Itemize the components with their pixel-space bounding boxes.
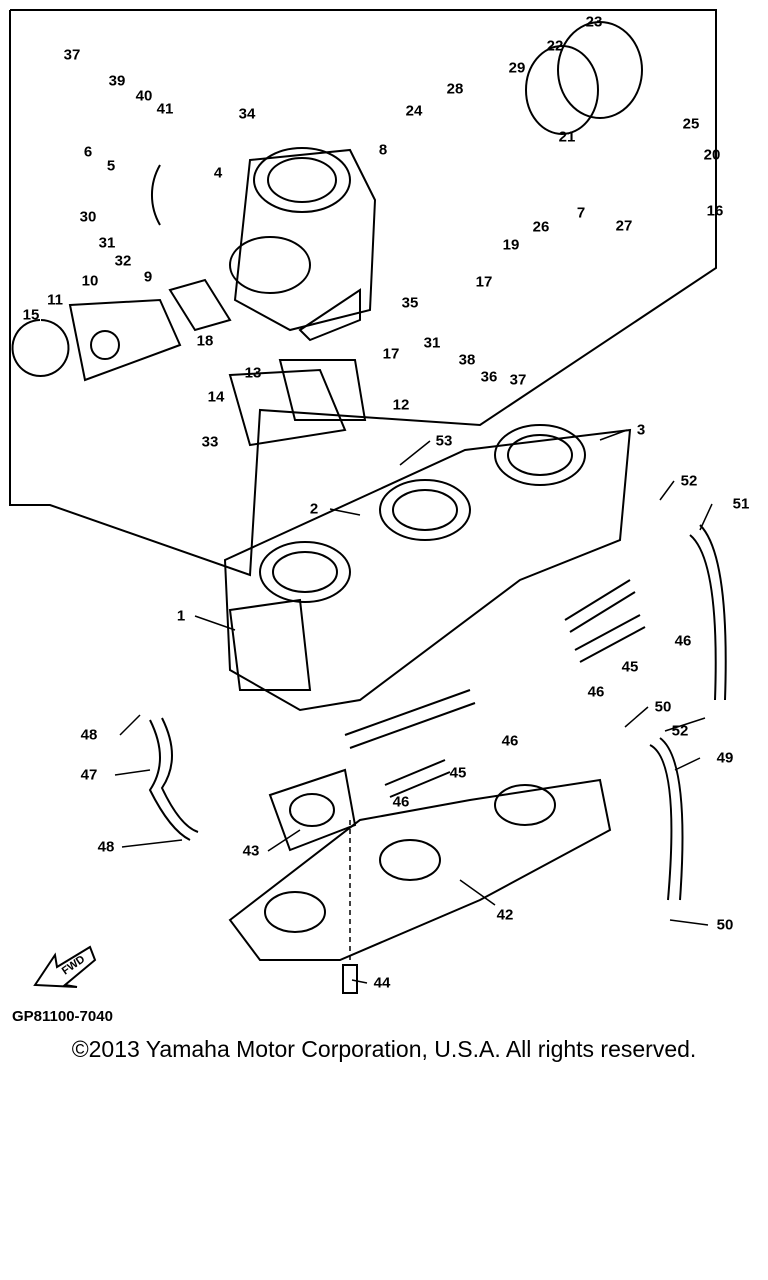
callout-number: 16 [706,202,724,220]
fwd-arrow-text: FWD [60,953,87,977]
diaphragm-parts [11,21,643,447]
callout-number: 40 [135,87,153,105]
callout-number: 24 [405,102,423,120]
callout-number: 37 [509,371,527,389]
callout-number: 2 [309,500,319,518]
callout-number: 42 [496,906,514,924]
gasket [268,768,357,852]
fuel-hoses [148,524,727,901]
callout-number: 48 [80,726,98,744]
intake-manifold [228,778,612,961]
callout-number: 46 [674,632,692,650]
callout-number: 27 [615,217,633,235]
callout-number: 44 [373,974,391,992]
callout-number: 33 [201,433,219,451]
callout-number: 23 [585,13,603,31]
callout-number: 53 [435,432,453,450]
callout-number: 9 [143,268,153,286]
callout-number: 35 [401,294,419,312]
callout-number: 15 [22,306,40,324]
callout-number: 6 [83,143,93,161]
callout-number: 48 [97,838,115,856]
detail-callout-border [9,9,717,577]
callout-number: 46 [392,793,410,811]
callout-number: 28 [446,80,464,98]
callout-number: 34 [238,105,256,123]
callout-number: 43 [242,842,260,860]
callout-number: 12 [392,396,410,414]
callout-number: 52 [671,722,689,740]
callout-number: 13 [244,364,262,382]
callout-number: 5 [106,157,116,175]
callout-number: 3 [636,421,646,439]
callout-number: 31 [423,334,441,352]
callout-number: 10 [81,272,99,290]
callout-number: 32 [114,252,132,270]
callout-number: 26 [532,218,550,236]
callout-number: 49 [716,749,734,767]
callout-number: 50 [716,916,734,934]
exploded-parts-diagram: FWD [9,9,727,994]
callout-number: 41 [156,100,174,118]
callout-number: 51 [732,495,750,513]
callout-number: 45 [621,658,639,676]
callout-number: 1 [176,607,186,625]
fwd-arrow-icon: FWD [33,945,97,988]
callout-number: 47 [80,766,98,784]
callout-number: 46 [587,683,605,701]
callout-number: 22 [546,37,564,55]
callout-number: 45 [449,764,467,782]
copyright-text: ©2013 Yamaha Motor Corporation, U.S.A. A… [71,1036,697,1062]
gasket-port [289,793,335,827]
callout-number: 17 [382,345,400,363]
callout-number: 30 [79,208,97,226]
callout-number: 11 [47,291,63,309]
leader-lines [114,429,713,984]
callout-number: 50 [654,698,672,716]
callout-number: 14 [207,388,225,406]
callout-number: 31 [98,234,116,252]
callout-number: 4 [213,164,223,182]
callout-number: 52 [680,472,698,490]
callout-number: 46 [501,732,519,750]
callout-number: 29 [508,59,526,77]
callout-number: 37 [63,46,81,64]
callout-number: 18 [196,332,214,350]
callout-number: 20 [703,146,721,164]
carburetor-detail [229,147,377,342]
callout-number: 38 [458,351,476,369]
callout-number: 39 [108,72,126,90]
callout-number: 19 [502,236,520,254]
callout-number: 21 [558,128,576,146]
part-code: GP81100-7040 [12,1008,113,1025]
carburetor-assembly [223,424,632,712]
callout-number: 25 [682,115,700,133]
callout-number: 7 [576,204,586,222]
callout-number: 17 [475,273,493,291]
callout-number: 8 [378,141,388,159]
callout-number: 36 [480,368,498,386]
bolt [342,964,358,994]
